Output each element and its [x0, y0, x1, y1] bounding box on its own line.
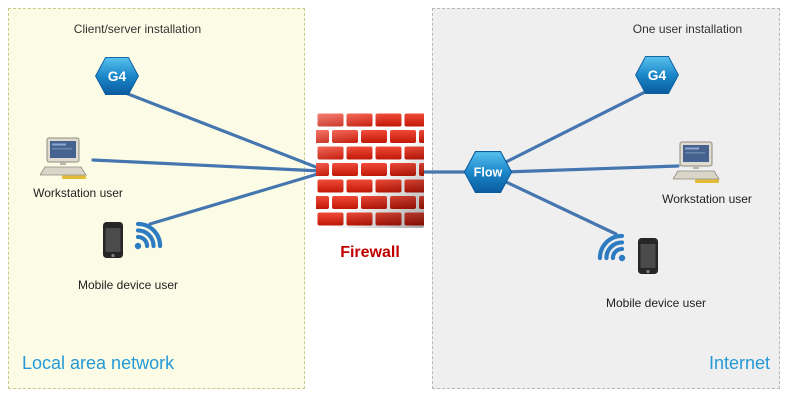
g4-hexagon-icon: G4 — [634, 55, 680, 95]
mobile-device-wifi-icon — [596, 214, 660, 276]
workstation-label: Workstation user — [33, 186, 123, 200]
right-panel-title: One user installation — [632, 22, 743, 36]
mobile-device-label: Mobile device user — [605, 296, 707, 310]
workstation-icon — [39, 137, 92, 181]
mobile-device-label: Mobile device user — [77, 278, 179, 292]
local-area-network-label: Local area network — [22, 353, 175, 373]
flow-hexagon-icon: Flow — [461, 150, 515, 194]
flow-badge-text: Flow — [474, 166, 503, 180]
firewall-brick-wall-icon — [316, 112, 424, 228]
g4-hexagon-icon: G4 — [94, 56, 140, 96]
workstation-label: Workstation user — [662, 192, 752, 206]
g4-badge-text: G4 — [108, 69, 127, 84]
workstation-icon — [672, 141, 725, 185]
internet-label: Internet — [708, 353, 770, 373]
left-panel-title: Client/server installation — [73, 22, 202, 36]
g4-badge-text: G4 — [648, 68, 667, 83]
firewall-label: Firewall — [340, 244, 400, 261]
mobile-device-wifi-icon — [100, 198, 164, 260]
